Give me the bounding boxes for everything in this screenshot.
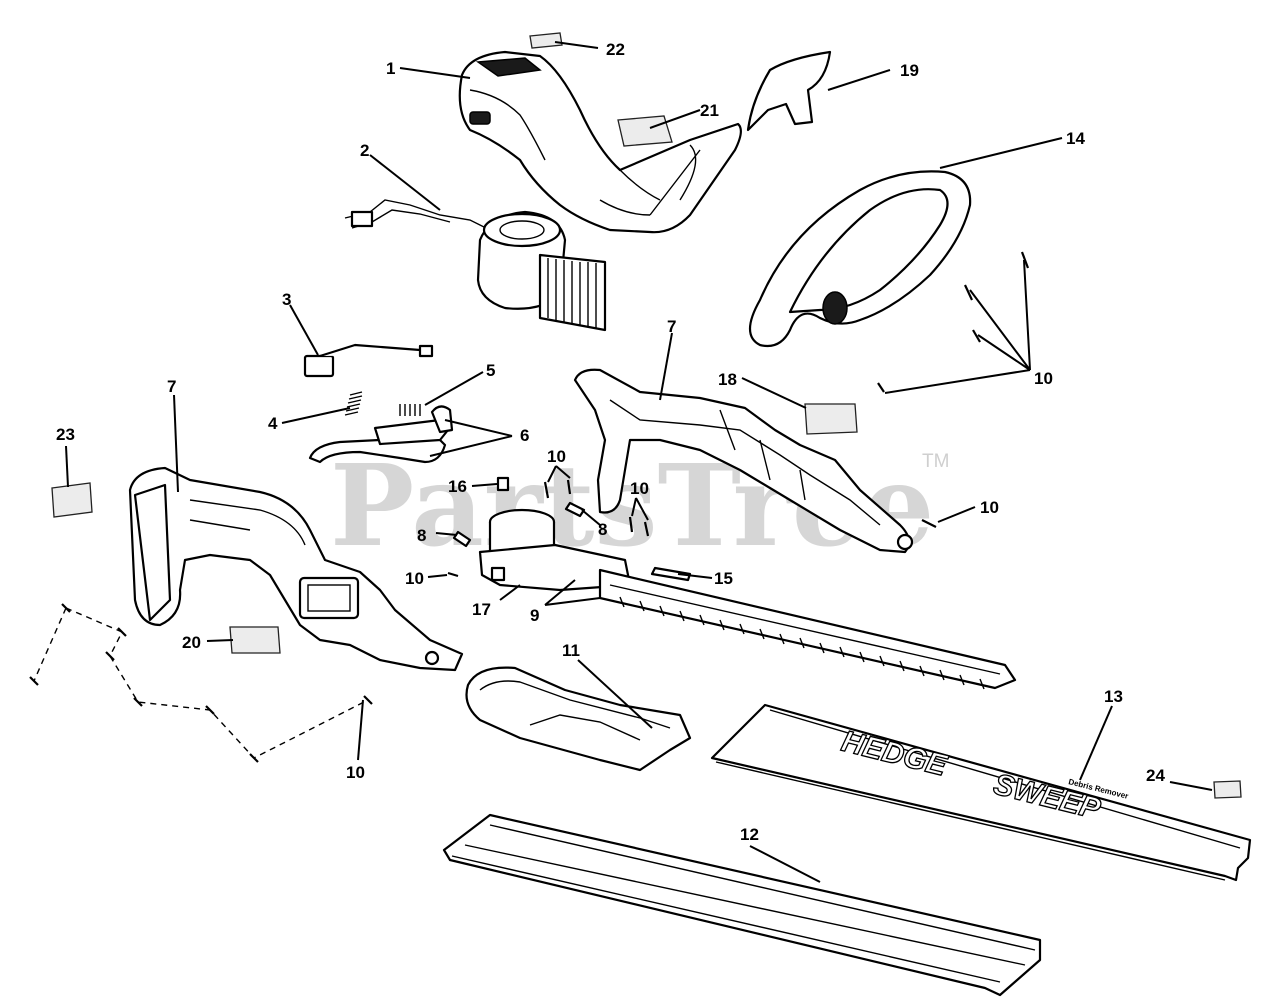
callout-numbers: 1 22 21 19 14 2 3 5 4 6 7 18 7 23 10 16 … [56,40,1165,844]
callout-10-c: 10 [980,498,999,517]
part-16-screw[interactable] [496,476,510,492]
callout-24: 24 [1146,766,1165,785]
callout-17: 17 [472,600,491,619]
part-15-blade-clip[interactable] [650,566,692,582]
part-22-label[interactable] [529,32,563,49]
leader-lines [65,41,1213,883]
part-2-motor-assembly[interactable] [344,199,607,332]
part-12-rail[interactable] [442,813,1042,997]
callout-13: 13 [1104,687,1123,706]
callout-7-right: 7 [667,317,676,336]
watermark-tm: TM [922,451,949,472]
callout-6: 6 [520,426,529,445]
callout-9: 9 [530,606,539,625]
callout-10-b: 10 [630,479,649,498]
part-20-label[interactable] [229,626,281,654]
callout-10-a: 10 [547,447,566,466]
callout-14: 14 [1066,129,1085,148]
part-1-motor-housing[interactable] [458,50,742,234]
callout-16: 16 [448,477,467,496]
callout-22: 22 [606,40,625,59]
part-7-left-housing[interactable] [128,466,464,672]
part-3-switch[interactable] [303,343,434,378]
callout-11: 11 [562,641,580,660]
part-19-label[interactable] [746,50,832,132]
callout-18: 18 [718,370,737,389]
callout-3: 3 [282,290,291,309]
callout-23: 23 [56,425,75,444]
callout-1: 1 [386,59,395,78]
callout-8-a: 8 [417,526,426,545]
part-21-label[interactable] [617,115,673,147]
callout-15: 15 [714,569,733,588]
part-18-label[interactable] [804,403,858,435]
part-23-label[interactable] [51,482,93,518]
part-8-screw-a[interactable] [452,530,472,548]
callout-7-left: 7 [167,377,176,396]
callout-10-f: 10 [346,763,365,782]
callout-21: 21 [700,101,719,120]
part-24-label[interactable] [1213,780,1242,799]
callout-5: 5 [486,361,495,380]
part-5-spring[interactable] [399,404,421,416]
part-7-right-housing[interactable] [573,368,914,554]
part-9-blade[interactable] [598,568,1017,690]
callout-19: 19 [900,61,919,80]
part-8-screw-b[interactable] [564,501,586,518]
callout-10-d: 10 [405,569,424,588]
part-4-spring[interactable] [344,391,363,416]
callout-12: 12 [740,825,759,844]
callout-2: 2 [360,141,369,160]
part-6-trigger[interactable] [308,405,454,464]
callout-8-b: 8 [598,520,607,539]
callout-20: 20 [182,633,201,652]
part-13-debris-guard[interactable]: HEDGE SWEEP Debris Remover [710,703,1252,882]
part-17-gearbox[interactable] [478,508,632,592]
callout-10-e: 10 [1034,369,1053,388]
part-14-rear-handle[interactable] [748,170,972,348]
callout-4: 4 [268,414,278,433]
part-11-guard-base[interactable] [465,666,692,772]
